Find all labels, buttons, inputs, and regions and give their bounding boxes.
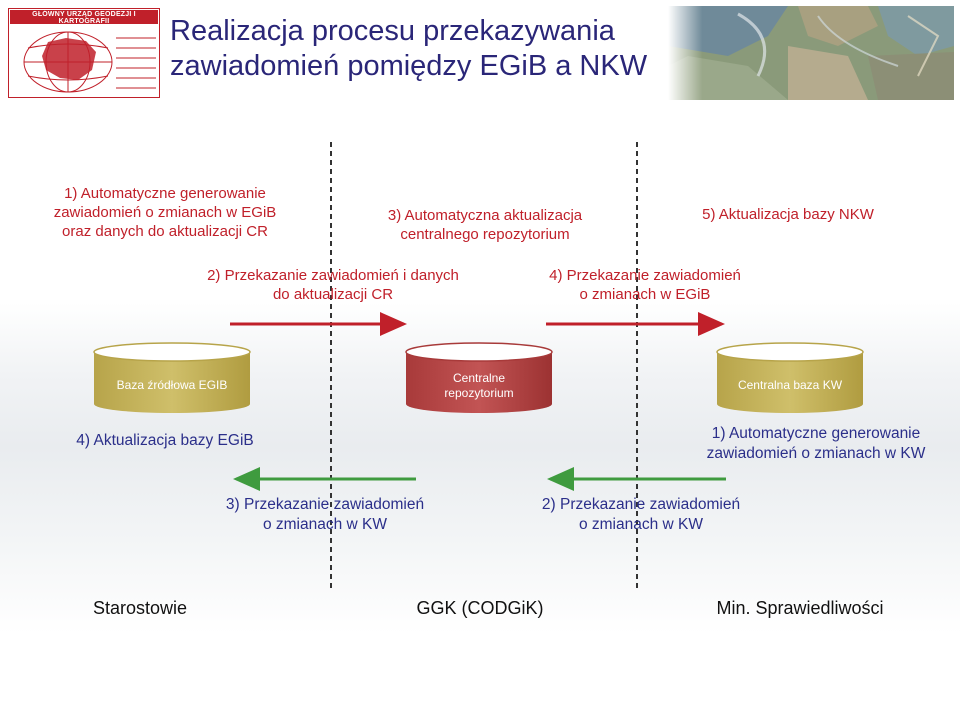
database-egib-label: Baza źródłowa EGIB xyxy=(116,378,228,392)
bottom-step-2: 2) Przekazanie zawiadomień o zmianach w … xyxy=(541,496,741,533)
database-egib-icon xyxy=(93,342,251,413)
bottom-step-4: 4) Aktualizacja bazy EGiB xyxy=(76,432,254,449)
top-step-4: 4) Przekazanie zawiadomień o zmianach w … xyxy=(549,267,741,303)
database-cr-label: Centralne repozytorium xyxy=(444,371,514,400)
database-kw-icon xyxy=(716,342,864,413)
satellite-photo xyxy=(668,6,954,100)
title-line-1: Realizacja procesu przekazywania xyxy=(170,15,615,47)
bottom-step-3: 3) Przekazanie zawiadomień o zmianach w … xyxy=(225,496,425,533)
footer-ggk: GGK (CODGiK) xyxy=(416,598,544,618)
poland-map-globe-icon xyxy=(7,7,161,99)
top-step-3: 3) Automatyczna aktualizacja centralnego… xyxy=(387,207,583,243)
title-line-2: zawiadomień pomiędzy EGiB a NKW xyxy=(170,50,648,82)
top-step-1: 1) Automatyczne generowanie zawiadomień … xyxy=(53,185,277,240)
bottom-step-1: 1) Automatyczne generowanie zawiadomień … xyxy=(706,425,926,462)
top-step-5: 5) Aktualizacja bazy NKW xyxy=(702,206,874,223)
logo-caption: GŁÓWNY URZĄD GEODEZJI I KARTOGRAFII xyxy=(32,11,136,25)
database-cr-icon xyxy=(405,342,553,413)
footer-ministry: Min. Sprawiedliwości xyxy=(716,598,884,618)
database-kw-label: Centralna baza KW xyxy=(737,378,843,392)
top-step-2: 2) Przekazanie zawiadomień i danych do a… xyxy=(207,267,459,303)
page-title: Realizacja procesu przekazywania zawiado… xyxy=(170,14,670,84)
gugik-logo: GŁÓWNY URZĄD GEODEZJI I KARTOGRAFII xyxy=(7,7,161,99)
footer-starostowie: Starostowie xyxy=(92,598,188,618)
